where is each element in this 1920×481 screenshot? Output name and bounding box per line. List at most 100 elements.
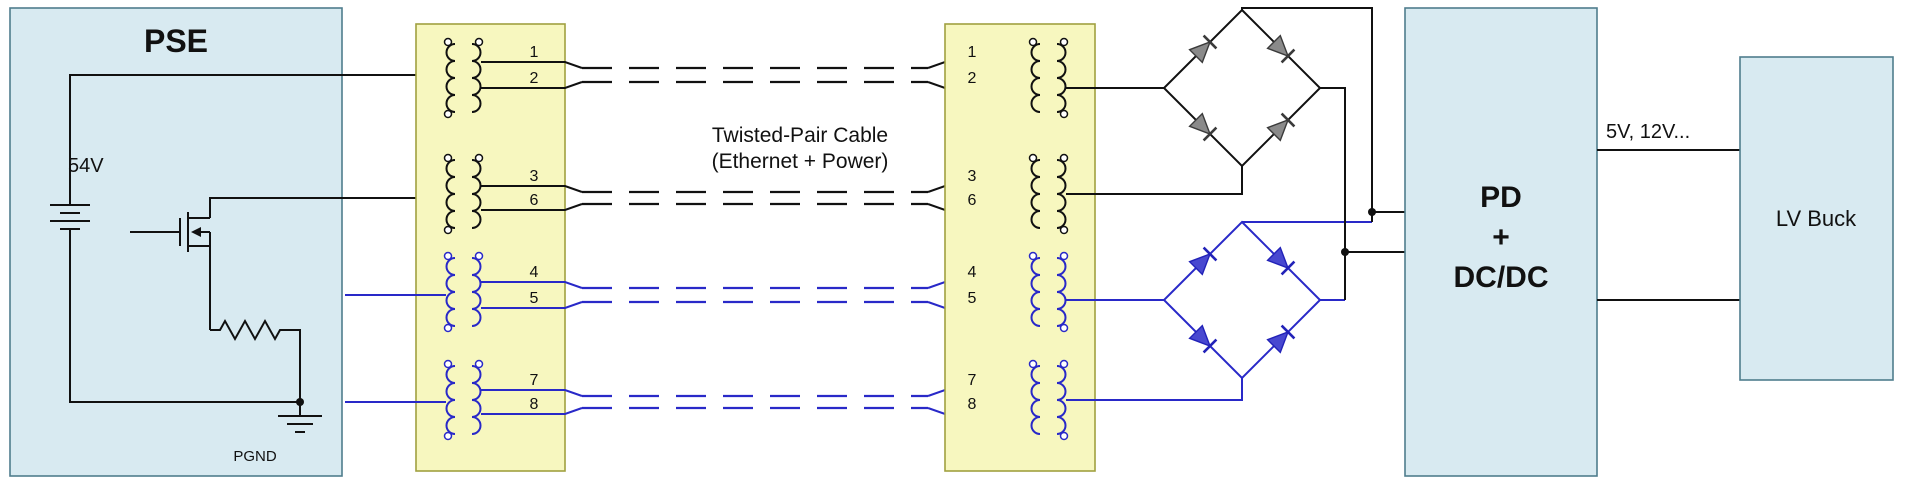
- diode-cathode-bar: [1280, 48, 1296, 64]
- mosfet-terminal-stubs: [188, 217, 210, 247]
- pse-internal-wiring: [69, 74, 446, 406]
- coil-winding: [445, 159, 456, 229]
- coil-winding: [1056, 43, 1067, 113]
- polarity-dot: [474, 359, 484, 369]
- polarity-dot: [443, 359, 453, 369]
- mosfet-arrow: [191, 227, 201, 237]
- pin-label: 2: [968, 70, 977, 87]
- polarity-dot: [443, 431, 453, 441]
- pin-label: 6: [530, 192, 539, 209]
- transformer-left-pins-4-5: 4 5: [443, 251, 539, 333]
- pd-dcdc-box: [1404, 7, 1598, 477]
- conductor-4-left: [481, 281, 583, 289]
- polarity-dot: [443, 109, 453, 119]
- pd-label-line1: PD: [1480, 181, 1522, 214]
- coil-winding: [1056, 365, 1067, 435]
- polarity-dot: [443, 37, 453, 47]
- diode-cathode-bar: [1280, 324, 1296, 340]
- polarity-dot: [474, 153, 484, 163]
- polarity-dot: [443, 225, 453, 235]
- transformer-right-pins-1-2: 1 2: [968, 37, 1069, 119]
- coil-winding: [1030, 257, 1041, 327]
- junction-dot: [1368, 208, 1376, 216]
- diode-cathode-bar: [1280, 112, 1296, 128]
- cable-label-line2: (Ethernet + Power): [712, 150, 889, 173]
- polarity-dot: [1028, 153, 1038, 163]
- polarity-dot: [443, 323, 453, 333]
- pin-label: 7: [530, 372, 539, 389]
- coil-winding: [1056, 159, 1067, 229]
- polarity-dot: [443, 251, 453, 261]
- pd-magnetics-box: [944, 23, 1096, 472]
- pin-label: 6: [968, 192, 977, 209]
- pin-label: 2: [530, 70, 539, 87]
- diode: [1266, 34, 1290, 58]
- pin-label: 8: [530, 396, 539, 413]
- tap-wire-7-8-secondary: [1066, 378, 1243, 401]
- rectifier-wiring: [1066, 7, 1405, 401]
- transformer-right-pins-4-5: 4 5: [968, 251, 1069, 333]
- output-wiring: 5V, 12V...: [1597, 121, 1740, 301]
- diode: [1266, 246, 1290, 270]
- lv-buck-box: [1739, 56, 1894, 381]
- pd-label-line2: +: [1492, 221, 1510, 254]
- transformer-right-pins-7-8: 7 8: [968, 359, 1069, 441]
- mosfet-symbol: [130, 212, 210, 252]
- cable-label-line1: Twisted-Pair Cable: [712, 124, 888, 147]
- pin-label: 5: [530, 290, 539, 307]
- coil-winding: [1030, 43, 1041, 113]
- conductor-8-left: [481, 407, 583, 415]
- pgnd-label: PGND: [233, 448, 277, 465]
- transformer-right-pins-3-6: 3 6: [968, 153, 1069, 235]
- diode: [1188, 112, 1212, 136]
- pd-dcdc-block: PD + DC/DC: [1404, 7, 1598, 477]
- conductor-5-left: [481, 301, 583, 309]
- polarity-dot: [1028, 359, 1038, 369]
- tap-wire-3-6-secondary: [1066, 166, 1243, 195]
- coil-winding: [445, 365, 456, 435]
- pd-label-line3: DC/DC: [1454, 261, 1549, 294]
- pse-magnetics-taps: [345, 294, 446, 403]
- coil-winding: [445, 43, 456, 113]
- polarity-dot: [474, 251, 484, 261]
- pin-label: 7: [968, 372, 977, 389]
- polarity-dot: [443, 153, 453, 163]
- lv-buck-block: LV Buck: [1739, 56, 1894, 381]
- diode-cathode-bar: [1202, 246, 1218, 262]
- lv-buck-label: LV Buck: [1776, 206, 1857, 231]
- diode-cathode-bar: [1202, 338, 1218, 354]
- diode-cathode-bar: [1280, 260, 1296, 276]
- conductor-1-left: [481, 61, 583, 69]
- voltage-54v-label: 54V: [68, 155, 104, 177]
- wire-battery-positive: [69, 74, 446, 205]
- dc-rail-positive: [1241, 7, 1373, 222]
- wire-battery-negative: [69, 229, 300, 403]
- coil-winding: [445, 257, 456, 327]
- coil-winding: [471, 43, 482, 113]
- pin-label: 1: [530, 44, 539, 61]
- diode: [1188, 324, 1212, 348]
- pin-label: 4: [968, 264, 977, 281]
- junction-dot: [1341, 248, 1349, 256]
- conductor-6-left: [481, 203, 583, 211]
- diode: [1188, 252, 1212, 276]
- pse-box: [9, 7, 343, 477]
- pse-title: PSE: [144, 23, 208, 59]
- pin-label: 4: [530, 264, 539, 281]
- polarity-dot: [1059, 225, 1069, 235]
- transformer-left-pins-3-6: 3 6: [443, 153, 539, 235]
- coil-winding: [471, 159, 482, 229]
- pse-magnetics-block: [415, 23, 566, 472]
- ground-symbol: [278, 402, 322, 433]
- pin-label: 8: [968, 396, 977, 413]
- diode-cathode-bar: [1202, 126, 1218, 142]
- conductor-2-left: [481, 81, 583, 89]
- pse-block: PSE 54V PGND: [9, 7, 446, 477]
- polarity-dot: [1028, 37, 1038, 47]
- polarity-dot: [1028, 251, 1038, 261]
- polarity-dot: [1059, 109, 1069, 119]
- pin-label: 3: [530, 168, 539, 185]
- polarity-dot: [1059, 153, 1069, 163]
- dc-rail-negative: [1320, 87, 1346, 300]
